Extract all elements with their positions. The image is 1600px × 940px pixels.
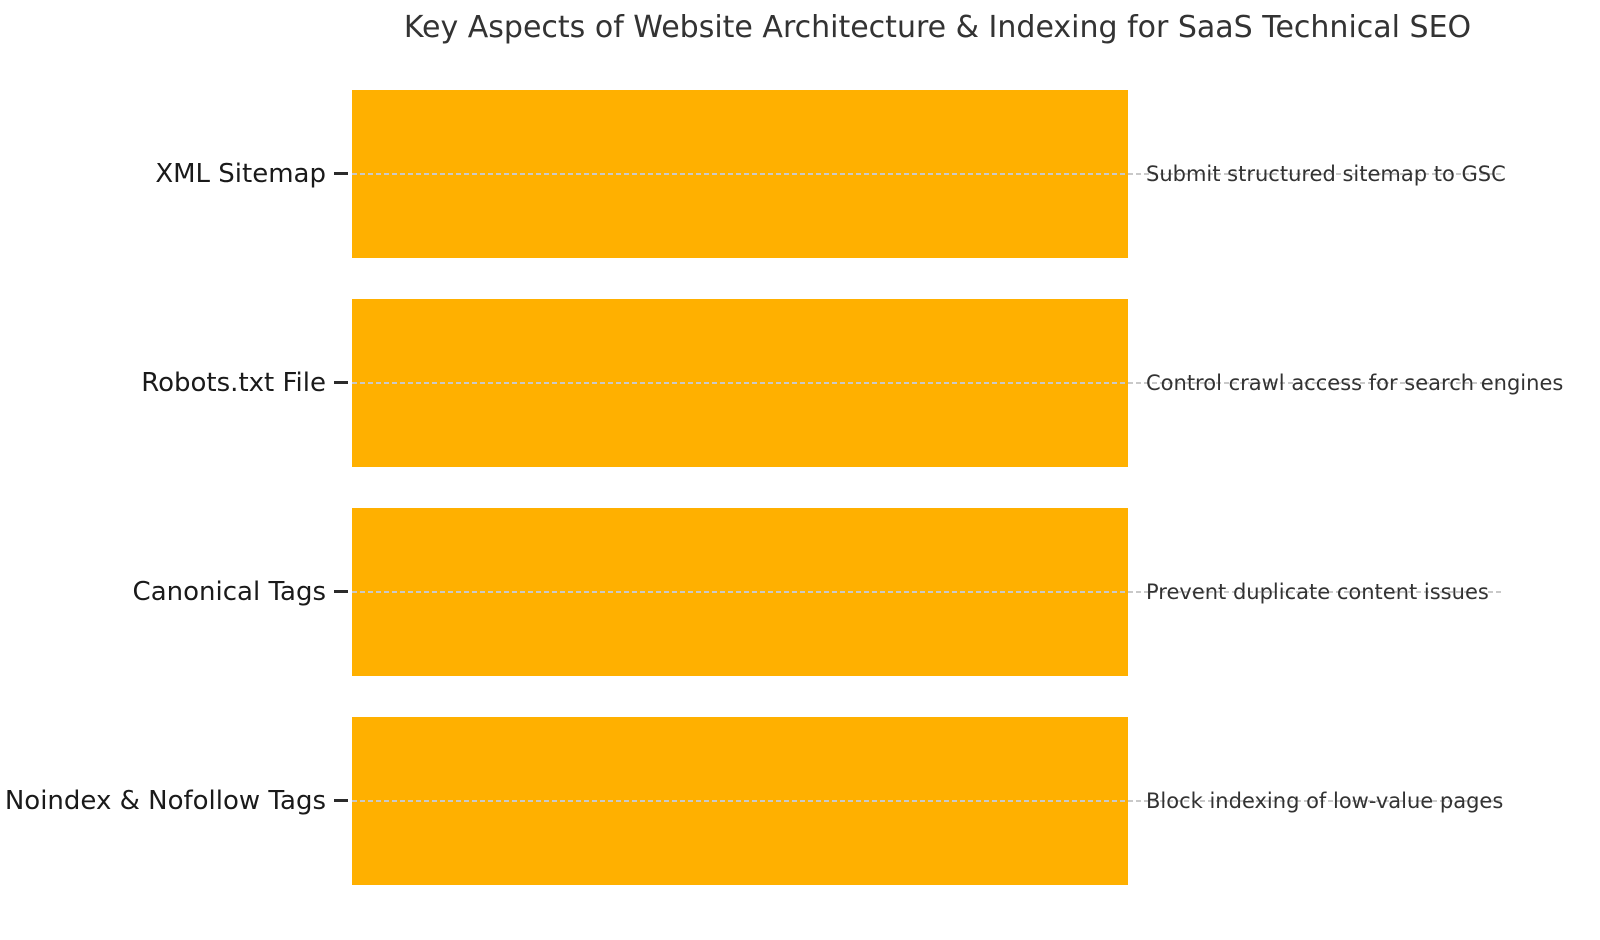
y-axis-tick (334, 799, 348, 802)
category-label: Noindex & Nofollow Tags (4, 786, 326, 816)
y-axis-tick (334, 590, 348, 593)
gridline (352, 591, 1502, 593)
gridline (352, 173, 1502, 175)
bar-row: Canonical Tags Prevent duplicate content… (0, 508, 1600, 676)
category-label: Canonical Tags (132, 577, 326, 607)
bar-annotation: Submit structured sitemap to GSC (1146, 162, 1506, 186)
chart-title: Key Aspects of Website Architecture & In… (403, 10, 1472, 45)
category-label: Robots.txt File (141, 368, 326, 398)
bar-annotation: Control crawl access for search engines (1146, 371, 1564, 395)
bar-row: XML Sitemap Submit structured sitemap to… (0, 90, 1600, 258)
gridline (352, 800, 1502, 802)
bar-annotation: Prevent duplicate content issues (1146, 580, 1489, 604)
bar-row: Noindex & Nofollow Tags Block indexing o… (0, 717, 1600, 885)
y-axis-tick (334, 381, 348, 384)
bar-row: Robots.txt File Control crawl access for… (0, 299, 1600, 467)
bar-annotation: Block indexing of low-value pages (1146, 789, 1504, 813)
category-label: XML Sitemap (155, 159, 326, 189)
y-axis-tick (334, 172, 348, 175)
gridline (352, 382, 1502, 384)
